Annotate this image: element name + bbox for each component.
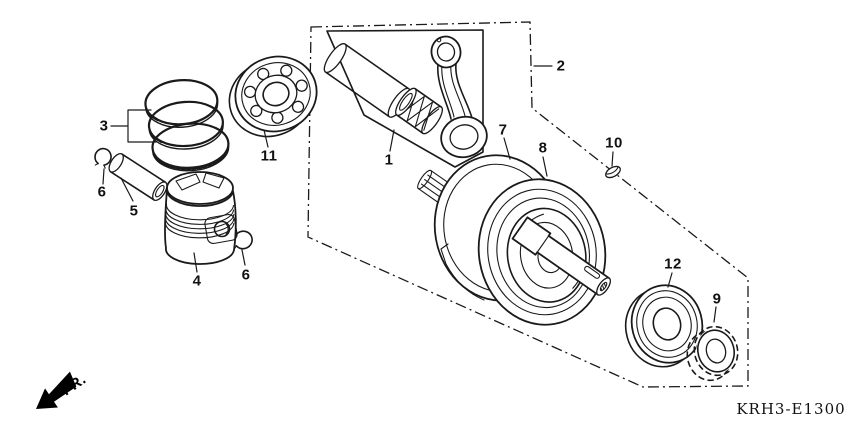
ball-bearing-right-icon xyxy=(624,284,704,368)
part-label-clip-left: 6 xyxy=(97,183,107,201)
woodruff-key-icon xyxy=(605,165,621,179)
part-label-gear: 9 xyxy=(712,290,722,308)
connecting-rod-icon xyxy=(430,35,488,159)
piston-icon xyxy=(164,171,238,265)
part-label-clip-right: 6 xyxy=(241,266,251,284)
needle-bearing-icon xyxy=(395,87,443,135)
part-label-piston-pin: 5 xyxy=(129,202,139,220)
part-label-ring-set: 3 xyxy=(99,117,109,135)
piston-rings-icon xyxy=(144,79,230,172)
crankshaft-illustration xyxy=(417,154,612,326)
part-label-bearing-left: 11 xyxy=(260,147,278,165)
ball-bearing-left-icon xyxy=(228,55,318,138)
part-label-key: 10 xyxy=(605,134,623,152)
circlip-left-icon xyxy=(94,147,112,169)
kit-outline-dashed-box xyxy=(307,21,749,388)
crank-main-shaft xyxy=(511,216,612,296)
part-label-piston: 4 xyxy=(192,272,202,290)
part-label-crank-web-right: 8 xyxy=(538,139,548,157)
part-label-rod-kit: 1 xyxy=(384,151,394,169)
rod-kit-box xyxy=(326,29,484,168)
part-label-crank-web-left: 7 xyxy=(498,121,508,139)
diagram-code: KRH3-E1300 xyxy=(736,400,846,418)
rod-kit-contents xyxy=(323,35,488,159)
piston-pin-icon xyxy=(108,152,168,202)
gear-icon xyxy=(686,325,739,382)
part-label-kit-outline: 2 xyxy=(556,57,566,75)
leader-lines xyxy=(102,65,717,323)
front-direction-arrow-icon xyxy=(36,371,77,409)
part-label-bearing-right: 12 xyxy=(664,255,682,273)
